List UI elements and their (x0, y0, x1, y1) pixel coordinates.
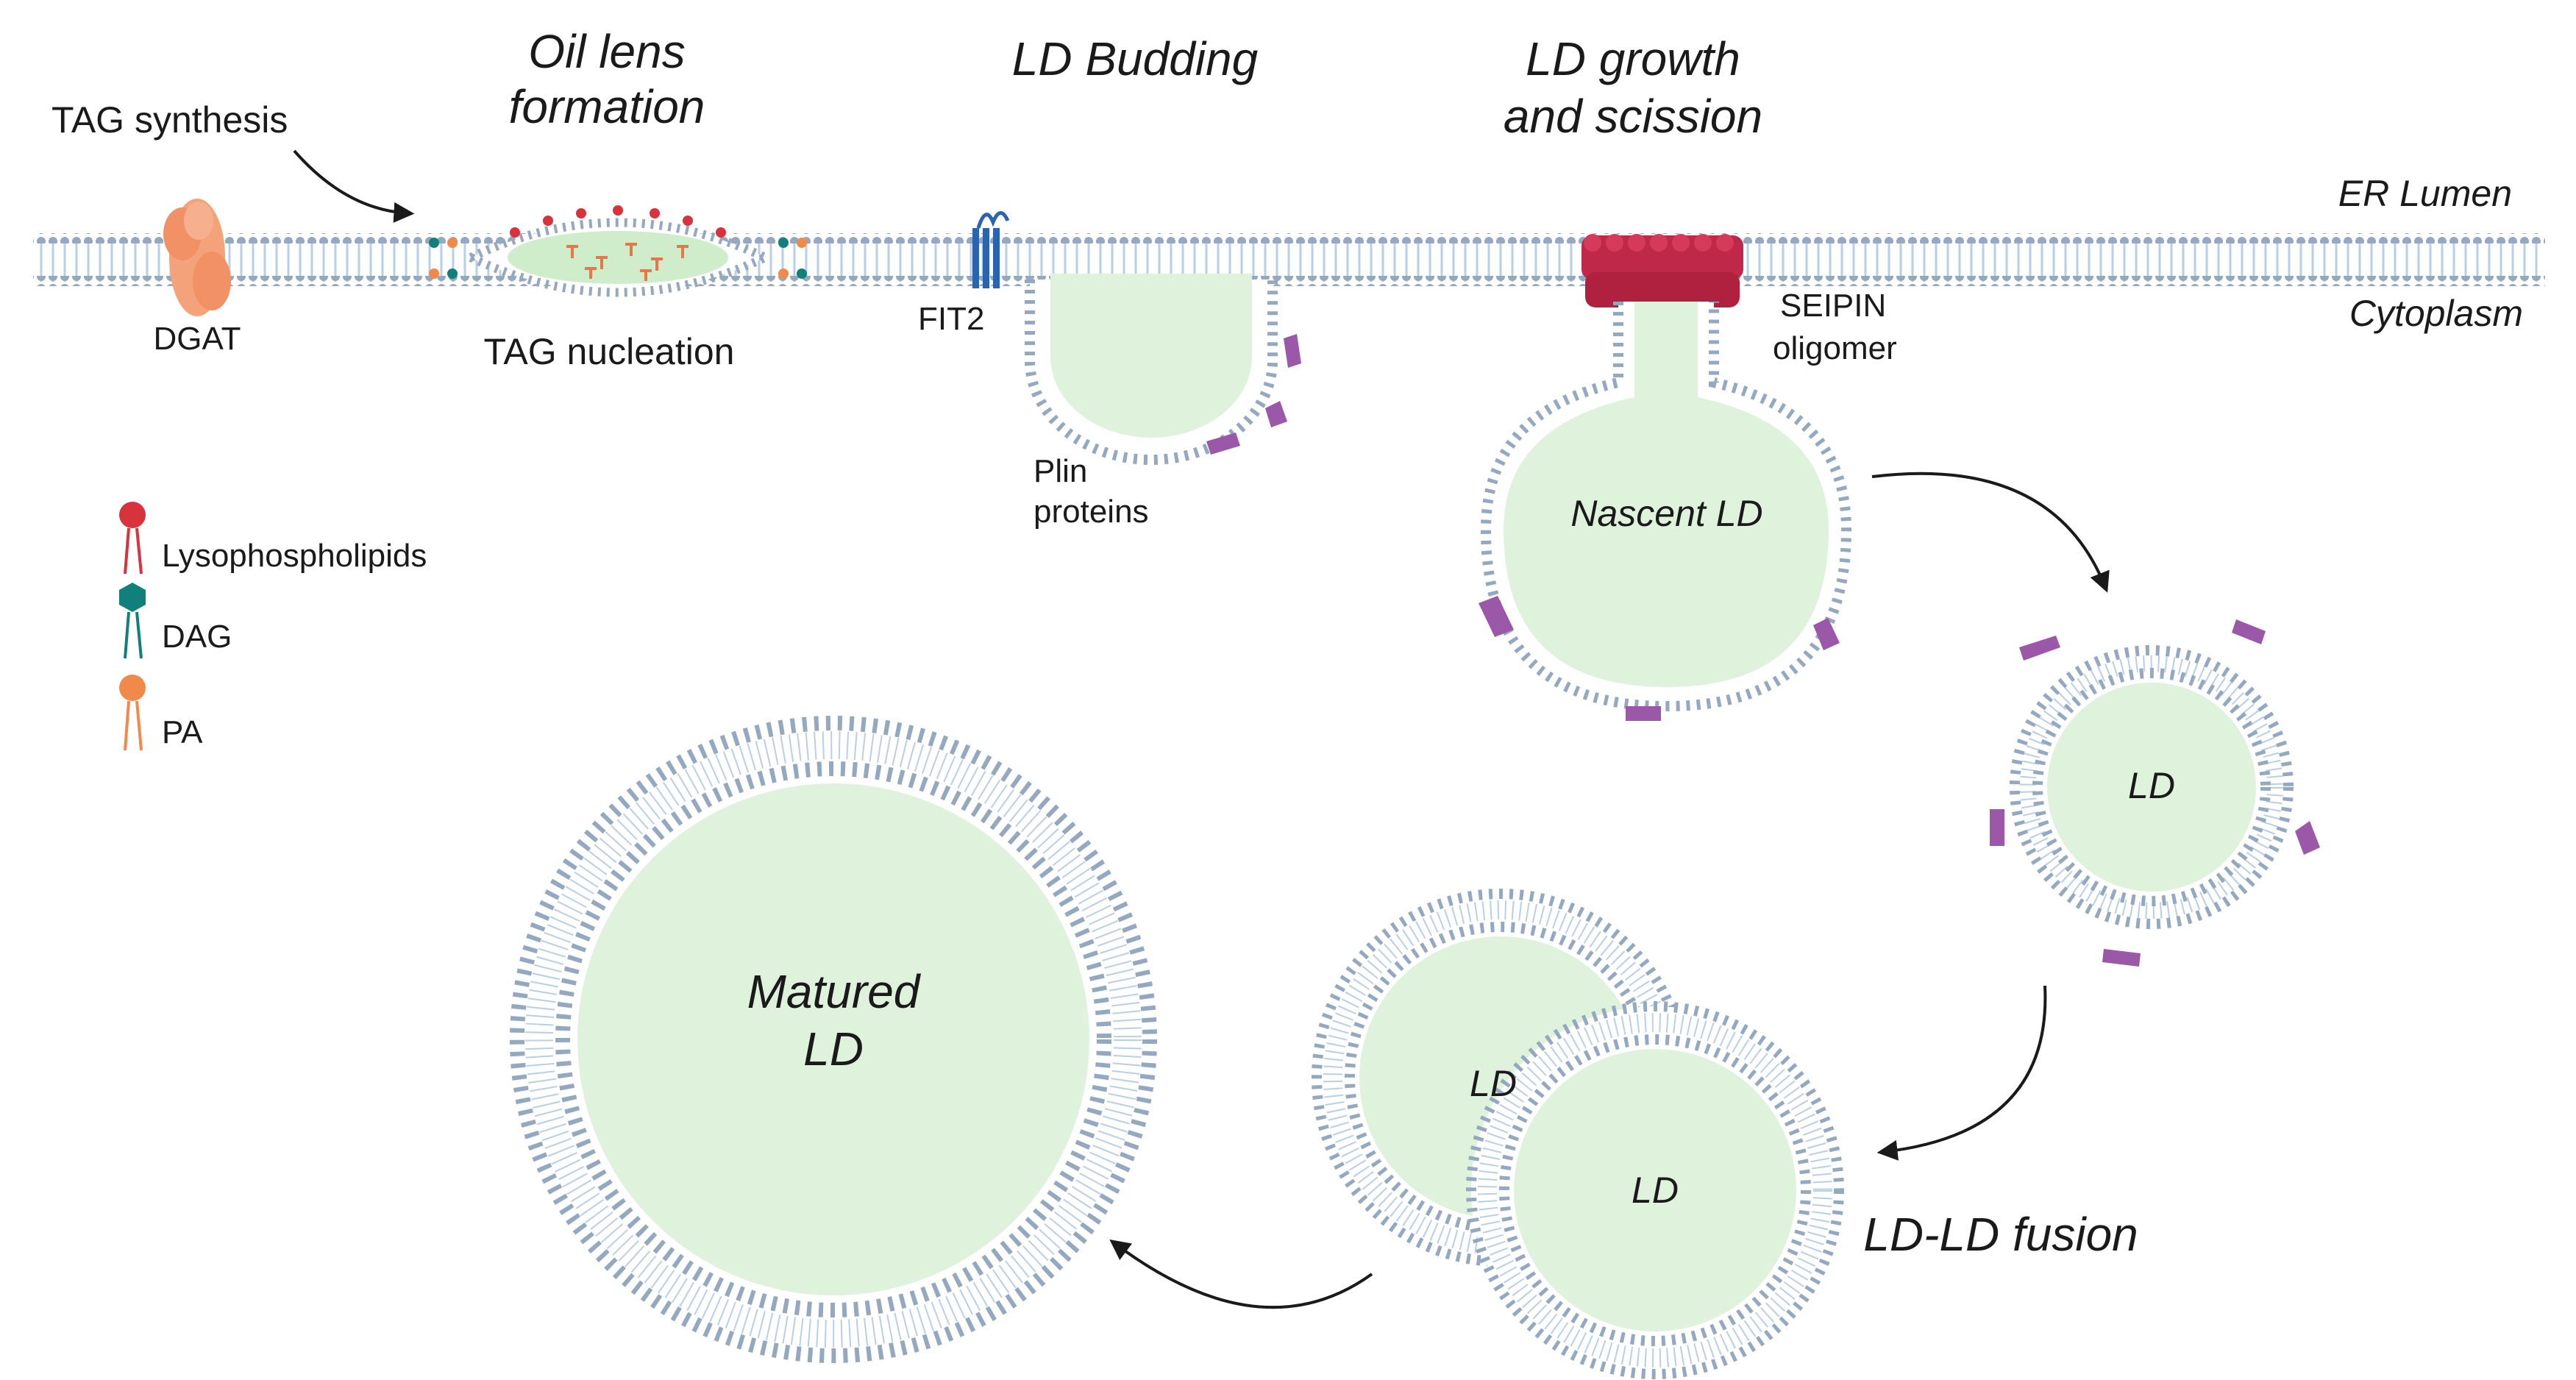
legend: Lysophospholipids DAG PA (119, 502, 427, 751)
label-ld-fused-b: LD (1632, 1170, 1679, 1211)
legend-label-pa: PA (162, 714, 203, 750)
dag-pa-flanking-lipids (429, 238, 807, 279)
stage-title-budding: LD Budding (1012, 32, 1259, 85)
nascent-ld (1479, 302, 1852, 721)
label-dgat: DGAT (154, 321, 241, 357)
label-plin-line2: proteins (1033, 494, 1149, 530)
label-ld-single: LD (2128, 765, 2175, 806)
fusion-to-matured-arrow (1109, 1239, 1373, 1309)
stage-title-oil-lens-line2: formation (509, 80, 705, 133)
label-er-lumen: ER Lumen (2338, 173, 2512, 214)
matured-ld (510, 716, 1157, 1363)
label-ld-fused-a: LD (1470, 1063, 1517, 1104)
stage-title-growth-line1: LD growth (1526, 32, 1740, 85)
stage-title-oil-lens-line1: Oil lens (528, 25, 685, 78)
label-plin-line1: Plin (1033, 453, 1087, 489)
label-fit2: FIT2 (918, 301, 984, 337)
dgat-enzyme-icon (163, 199, 231, 316)
label-cytoplasm: Cytoplasm (2349, 293, 2523, 334)
oil-lens (429, 205, 807, 297)
label-seipin-line1: SEIPIN (1780, 288, 1886, 324)
legend-label-dag: DAG (162, 619, 232, 655)
single-ld (1990, 619, 2320, 967)
label-tag-nucleation: TAG nucleation (484, 331, 735, 372)
plin-protein-icon (1990, 619, 2320, 967)
fit2-protein-icon (972, 211, 1010, 288)
lysophospholipid-icon (119, 502, 146, 575)
flow-arrows (293, 149, 2110, 1309)
tag-to-lens-arrow (293, 149, 415, 223)
label-tag-synthesis: TAG synthesis (51, 99, 288, 141)
er-membrane (33, 233, 2545, 286)
plin-protein-icon (1206, 334, 1301, 455)
stage-title-growth-line2: and scission (1504, 90, 1762, 143)
nascent-to-ld-arrow (1871, 472, 2110, 593)
label-matured-line2: LD (803, 1022, 864, 1075)
legend-label-lysophospholipids: Lysophospholipids (162, 538, 427, 574)
plin-protein-icon (1479, 596, 1840, 721)
dag-icon (119, 583, 146, 659)
stage-title-fusion: LD-LD fusion (1863, 1208, 2138, 1261)
label-seipin-line2: oligomer (1773, 330, 1897, 366)
seipin-oligomer-icon (1581, 234, 1743, 307)
fused-lds (1312, 889, 1844, 1379)
lysophospholipids-on-lens (510, 205, 726, 238)
label-matured-line1: Matured (747, 965, 922, 1018)
tag-molecules (566, 243, 689, 281)
pa-icon (119, 675, 146, 751)
budding-ld (1025, 274, 1301, 465)
tag-nucleation-core (508, 231, 728, 284)
label-nascent-ld: Nascent LD (1570, 493, 1762, 534)
ld-to-fusion-arrow (1876, 985, 2047, 1161)
